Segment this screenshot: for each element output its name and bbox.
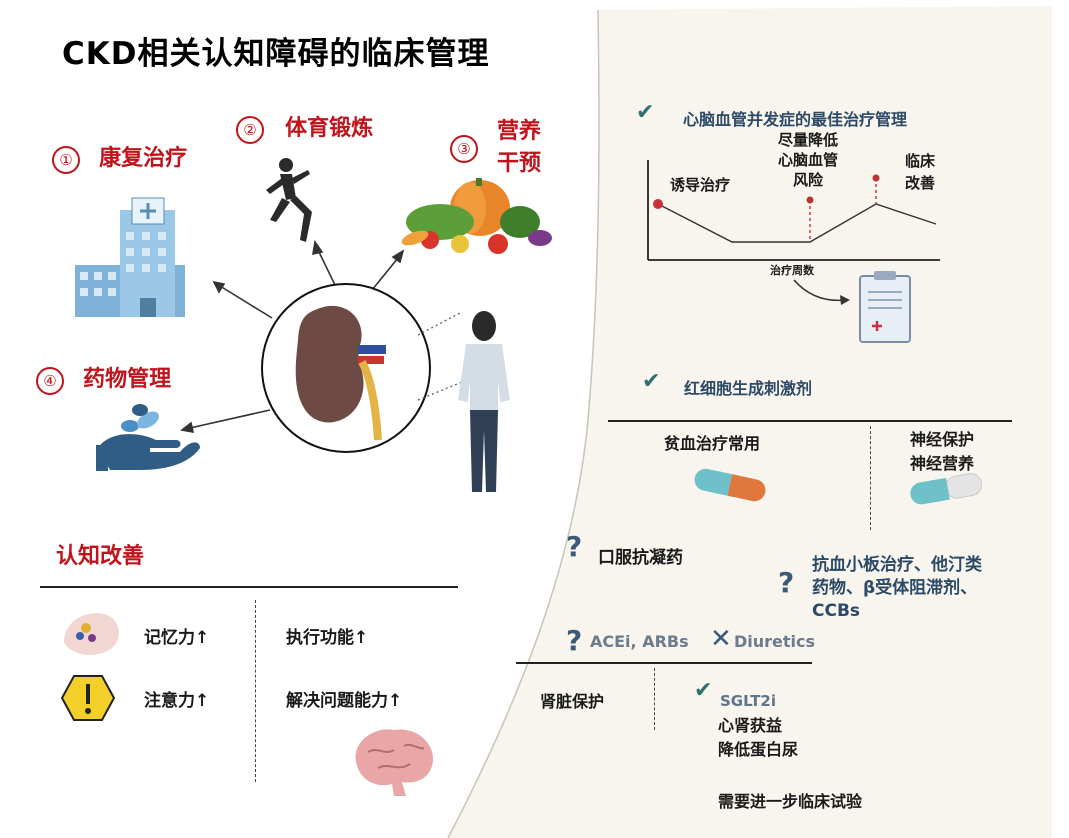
- oral-anticoag-label: 口服抗凝药: [598, 548, 683, 568]
- executive-label: 执行功能↑: [286, 628, 369, 648]
- capsule-anemia-icon: [694, 468, 766, 502]
- antiplatelet-label-line2: 药物、β受体阻滞剂、: [812, 578, 978, 598]
- item-exercise-number: ②: [236, 116, 264, 144]
- capsule-neuro-icon: [910, 473, 983, 505]
- item-nutrition-number: ③: [450, 135, 478, 163]
- neuro-label-line2: 神经营养: [910, 454, 975, 473]
- acei-label: ACEi, ARBs: [590, 632, 689, 651]
- antiplatelet-label: 抗血小板治疗、他汀类 药物、β受体阻滞剂、 CCBs: [812, 554, 982, 623]
- reduce-label-line3: 风险: [793, 171, 824, 189]
- kidney-protect-label: 肾脏保护: [540, 692, 605, 711]
- epo-check-icon: ✔: [642, 369, 661, 394]
- item-nutrition-label-line1: 营养: [497, 119, 542, 144]
- epo-heading: 红细胞生成刺激剂: [684, 379, 813, 398]
- page-title: CKD相关认知障碍的临床管理: [62, 36, 490, 72]
- item-medication-number: ④: [36, 367, 64, 395]
- neuro-label-line1: 神经保护: [910, 430, 975, 449]
- reduce-label: 尽量降低 心脑血管 风险: [778, 130, 838, 190]
- treatment-graph: [647, 160, 940, 261]
- problem-solving-label: 解决问题能力↑: [286, 691, 403, 711]
- antiplatelet-question-icon: ?: [778, 566, 795, 599]
- left-illustrations: [75, 158, 552, 492]
- sglt2-benefits: 心肾获益 降低蛋白尿: [718, 714, 798, 762]
- antiplatelet-label-line1: 抗血小板治疗、他汀类: [812, 555, 982, 575]
- item-nutrition-number-wrap: ③: [450, 135, 478, 163]
- acei-question-icon: ?: [566, 624, 583, 657]
- memory-label: 记忆力↑: [144, 628, 210, 648]
- cardio-renal-label: 心肾获益: [718, 716, 783, 735]
- cognition-divider: [40, 586, 458, 588]
- clinical-label-line1: 临床: [905, 152, 936, 170]
- epo-divider: [608, 420, 1012, 422]
- oral-anticoag-question-icon: ?: [566, 530, 583, 563]
- brain-detail-icon: [64, 613, 119, 655]
- neuro-label: 神经保护 神经营养: [910, 428, 974, 476]
- item-exercise: ② 体育锻炼: [236, 110, 373, 144]
- kidney-divider: [516, 662, 812, 664]
- medicine-hand-icon: [96, 404, 200, 471]
- cv-heading: 心脑血管并发症的最佳治疗管理: [683, 110, 908, 129]
- cv-check-icon: ✔: [636, 100, 655, 125]
- anemia-label: 贫血治疗常用: [664, 434, 761, 453]
- induce-label: 诱导治疗: [670, 176, 731, 194]
- brain-icon: [355, 729, 434, 796]
- antiplatelet-label-line3: CCBs: [812, 601, 861, 621]
- proteinuria-label: 降低蛋白尿: [718, 740, 799, 759]
- kidney-vertical-divider: [654, 668, 655, 730]
- clinical-label-line2: 改善: [905, 174, 936, 192]
- diuretics-x-icon: ✕: [710, 624, 732, 654]
- sglt2-label: SGLT2i: [720, 692, 777, 710]
- item-medication-label: 药物管理: [83, 367, 172, 392]
- graph-xlabel: 治疗周数: [770, 264, 814, 277]
- arrows: [180, 239, 405, 434]
- reduce-label-line1: 尽量降低: [778, 131, 839, 149]
- epo-vertical-divider: [870, 426, 871, 530]
- clinical-label: 临床 改善: [905, 150, 935, 194]
- runner-icon: [266, 158, 312, 242]
- item-nutrition-label: 营养 干预: [497, 116, 541, 180]
- item-exercise-label: 体育锻炼: [285, 116, 374, 141]
- reduce-label-line2: 心脑血管: [778, 151, 839, 169]
- kidney-icon: [261, 283, 431, 453]
- vegetables-icon: [401, 178, 552, 254]
- sglt2-check-icon: ✔: [694, 678, 713, 703]
- item-rehab: ① 康复治疗: [52, 140, 187, 174]
- cognition-heading: 认知改善: [56, 544, 145, 569]
- item-nutrition-label-line2: 干预: [497, 151, 542, 176]
- trials-label: 需要进一步临床试验: [718, 792, 863, 811]
- item-rehab-number: ①: [52, 146, 80, 174]
- attention-label: 注意力↑: [144, 691, 210, 711]
- person-icon: [458, 311, 510, 492]
- item-rehab-label: 康复治疗: [99, 146, 188, 171]
- diuretics-label: Diuretics: [734, 632, 816, 651]
- clipboard-icon: [793, 271, 911, 343]
- warning-icon: [60, 675, 116, 721]
- item-medication: ④ 药物管理: [36, 361, 171, 395]
- cognition-vertical-divider: [255, 600, 256, 782]
- hospital-icon: [75, 197, 185, 317]
